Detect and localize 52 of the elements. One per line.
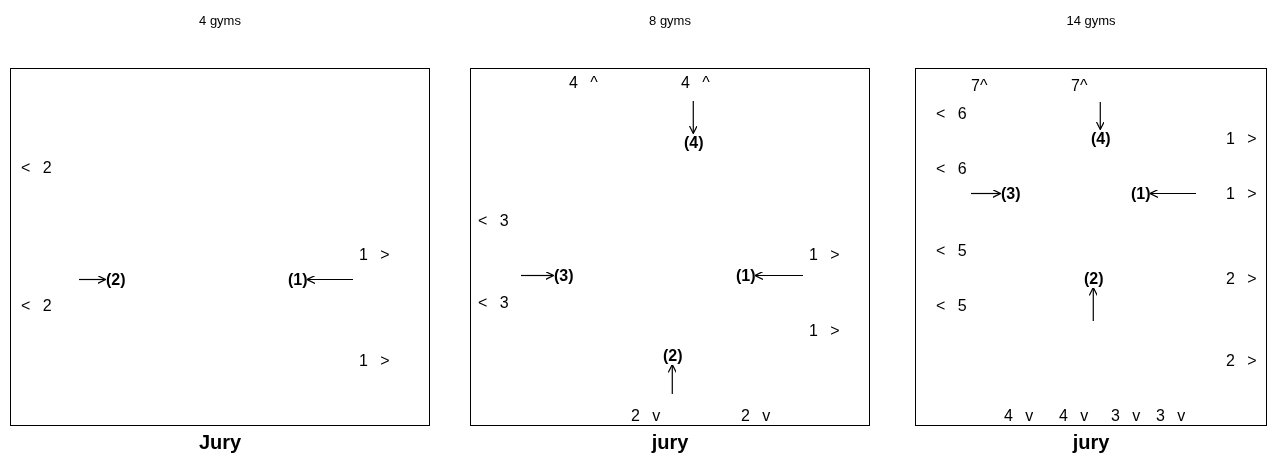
arrow (754, 270, 804, 281)
direction-label: 4 v (1059, 407, 1089, 425)
direction-label: 1 > (809, 246, 840, 264)
direction-label: 2 v (741, 407, 771, 425)
direction-label: < 2 (21, 297, 52, 315)
jury-label: jury (1072, 431, 1110, 454)
position-number: (1) (736, 267, 756, 285)
arrow (688, 100, 698, 135)
panel-heading: 8 gyms (649, 13, 691, 28)
position-number: (1) (1131, 185, 1151, 203)
jury-label: jury (651, 431, 689, 454)
direction-label: 4 ^ (569, 74, 598, 92)
arrow (1088, 286, 1098, 322)
position-number: (1) (288, 271, 308, 289)
direction-label: 1 > (359, 352, 390, 370)
panel-heading: 4 gyms (199, 13, 241, 28)
arrow (667, 363, 677, 395)
position-number: (3) (554, 267, 574, 285)
position-number: (2) (1084, 270, 1104, 288)
direction-label: 4 ^ (681, 74, 710, 92)
position-number: (2) (106, 271, 126, 289)
direction-label: 2 v (631, 407, 661, 425)
direction-label: < 2 (21, 159, 52, 177)
direction-label: 7^ (1071, 77, 1088, 95)
position-number: (2) (663, 347, 683, 365)
direction-label: < 3 (478, 294, 509, 312)
direction-label: 1 > (1226, 185, 1257, 203)
direction-label: 1 > (1226, 130, 1257, 148)
arrow (306, 274, 354, 285)
jury-label: Jury (198, 431, 242, 454)
direction-label: < 3 (478, 212, 509, 230)
direction-label: 1 > (809, 322, 840, 340)
arrow (1095, 101, 1105, 131)
panel-heading: 14 gyms (1066, 13, 1116, 28)
direction-label: 3 v (1111, 407, 1141, 425)
direction-label: 1 > (359, 246, 390, 264)
arrow (1149, 188, 1197, 199)
direction-label: < 6 (936, 160, 967, 178)
position-number: (3) (1001, 185, 1021, 203)
direction-label: 2 > (1226, 352, 1257, 370)
arrow (520, 270, 555, 281)
direction-label: 4 v (1004, 407, 1034, 425)
direction-label: 3 v (1156, 407, 1186, 425)
arrow (970, 188, 1002, 199)
direction-label: < 5 (936, 242, 967, 260)
arrow (78, 274, 107, 285)
direction-label: < 5 (936, 297, 967, 315)
position-number: (4) (1091, 130, 1111, 148)
position-number: (4) (684, 134, 704, 152)
direction-label: 2 > (1226, 270, 1257, 288)
direction-label: 7^ (971, 77, 988, 95)
direction-label: < 6 (936, 105, 967, 123)
